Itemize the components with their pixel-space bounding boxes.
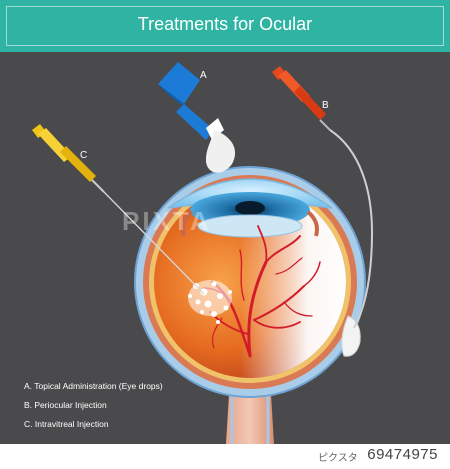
syringe-c-icon	[32, 124, 205, 295]
page-title: Treatments for Ocular	[137, 14, 313, 34]
legend-item-c: C. Intravitreal Injection	[24, 419, 109, 429]
eyeball	[134, 166, 366, 398]
footer: ピクスタ 69474975	[0, 444, 450, 469]
label-a: A	[200, 70, 207, 81]
label-c: C	[80, 150, 88, 161]
watermark-text: PIXTA	[122, 206, 212, 236]
brand-mark: ピクスタ	[318, 453, 358, 464]
stock-id: 69474975	[367, 446, 438, 463]
legend-item-b: B. Periocular Injection	[24, 400, 107, 410]
legend-item-a: A. Topical Administration (Eye drops)	[24, 381, 163, 391]
title-bar	[0, 0, 450, 52]
anterior-segment	[167, 178, 333, 238]
eye-drop-bottle-icon	[158, 62, 236, 173]
label-b: B	[322, 100, 329, 111]
eye-diagram	[32, 62, 374, 444]
title-border	[6, 6, 444, 46]
syringe-b-icon	[272, 66, 374, 329]
